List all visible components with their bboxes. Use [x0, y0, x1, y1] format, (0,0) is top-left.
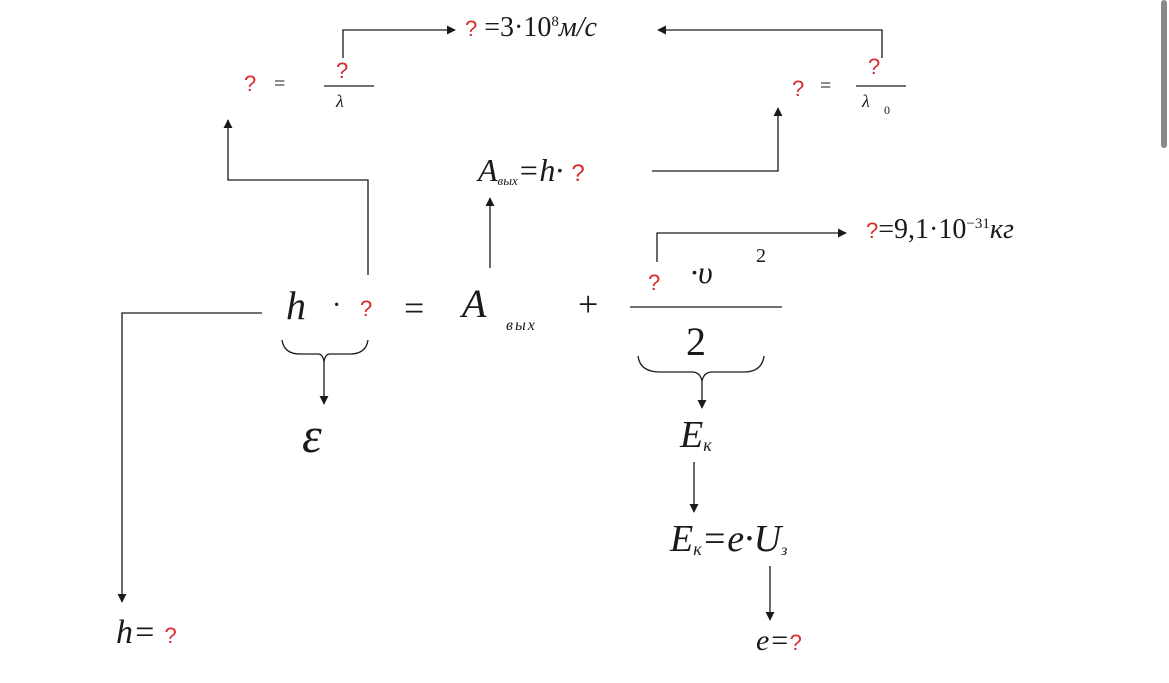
main-velocity-square: 2	[756, 245, 766, 267]
epsilon-symbol: ε	[302, 407, 322, 463]
lambda-symbol: λ	[336, 91, 344, 111]
arrow-mass-to-value	[656, 228, 847, 262]
e-answer: e=?	[756, 626, 802, 656]
nu0-question: ?	[792, 76, 805, 101]
nu-question: ?	[244, 71, 257, 96]
main-equals: =	[404, 288, 425, 328]
e-answer-question: ?	[789, 630, 802, 655]
h-answer: h= ?	[116, 616, 177, 650]
c-value: 3·10	[500, 12, 552, 43]
mass-value: 9,1·10	[894, 214, 967, 245]
main-velocity: ·υ	[690, 254, 713, 290]
c-equals: =	[484, 12, 501, 43]
main-dot: ·	[332, 290, 342, 321]
kinetic-energy-equation: Eк=e·Uз	[670, 520, 787, 559]
nu-numerator-question: ?	[336, 58, 349, 83]
main-h: h	[286, 283, 306, 328]
main-mass-question: ?	[648, 270, 661, 295]
main-plus: +	[578, 284, 599, 324]
brace-photon-energy	[281, 339, 369, 363]
lambda0-symbol: λ	[862, 91, 870, 111]
scrollbar[interactable]	[1161, 0, 1167, 148]
main-nu-question: ?	[360, 296, 373, 321]
nu-equals: =	[274, 73, 286, 95]
kinetic-eq-E: E	[670, 518, 694, 560]
nu0-numerator-question: ?	[868, 54, 881, 79]
e-answer-label: e=	[756, 624, 790, 657]
work-function-formula: Aвых=h· ?	[478, 154, 585, 187]
mass-exponent: −31	[966, 216, 990, 232]
work-function-rhs: =h·	[517, 152, 564, 188]
kinetic-eq-sub: к	[693, 539, 702, 559]
speed-of-light: ? =3·108м/с	[465, 14, 597, 42]
arrow-photon-to-nu	[223, 119, 369, 275]
main-A: A	[462, 281, 487, 326]
arrow-nu0-to-c	[657, 25, 883, 58]
kinetic-sub: к	[703, 435, 712, 455]
arrow-nu-to-c	[342, 25, 456, 58]
electron-mass: ?=9,1·10−31кг	[866, 216, 1014, 244]
arrow-to-h-answer	[117, 312, 262, 603]
c-unit: м/с	[558, 12, 597, 43]
kinetic-eq-sub2: з	[781, 542, 788, 559]
work-function-sub: вых	[497, 173, 518, 188]
c-question: ?	[465, 16, 478, 41]
main-denominator: 2	[686, 319, 706, 364]
kinetic-energy: Eк	[680, 416, 712, 454]
mass-unit: кг	[989, 214, 1014, 245]
arrow-workfunction-to-nu0	[652, 107, 783, 172]
work-function-question: ?	[571, 160, 585, 187]
kinetic-E: E	[680, 414, 704, 456]
h-answer-question: ?	[164, 623, 177, 648]
mass-equals: =	[878, 214, 895, 245]
c-exponent: 8	[551, 14, 559, 30]
kinetic-eq-rhs: =e·U	[701, 518, 782, 560]
main-A-sub: вых	[506, 317, 537, 334]
nu0-equals: =	[820, 75, 832, 97]
mass-question: ?	[866, 218, 879, 243]
lambda0-subscript: 0	[884, 103, 890, 117]
work-function-A: A	[478, 152, 498, 188]
h-answer-label: h=	[116, 614, 156, 651]
